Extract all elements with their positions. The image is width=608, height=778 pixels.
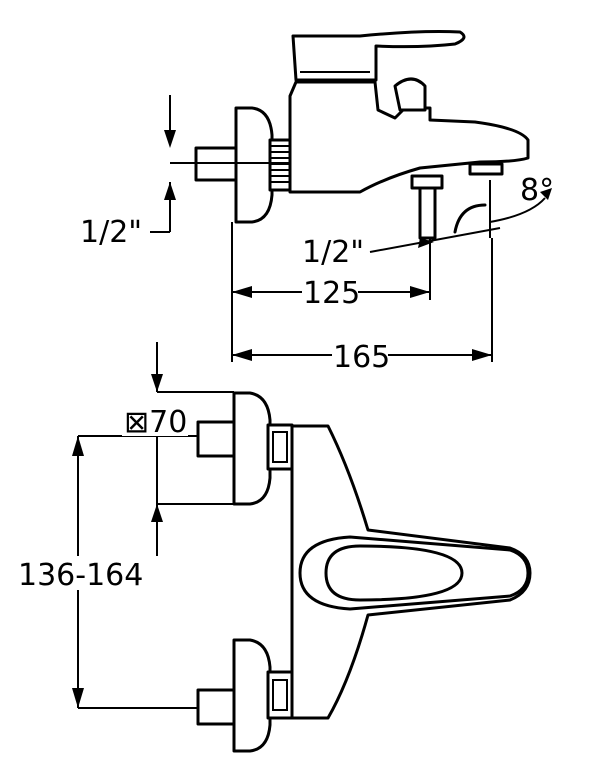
- rosette-size-label: ⊠70: [124, 405, 187, 440]
- side-rosette: [234, 106, 274, 224]
- front-dimension-lines: [72, 342, 234, 709]
- spout-angle-label: 8°: [520, 173, 554, 208]
- center-distance-label: 136-164: [18, 558, 143, 593]
- front-lever-cap: [324, 544, 464, 602]
- side-body-spout: [288, 80, 530, 194]
- side-shower-connector-pipe: [418, 186, 437, 240]
- depth-125-label: 125: [303, 276, 360, 311]
- side-diverter-knob: [393, 77, 427, 112]
- front-bottom-inlet-pipe: [196, 688, 236, 726]
- front-bottom-rosette: [232, 638, 272, 753]
- outlet-thread-label: 1/2": [302, 235, 364, 270]
- front-top-inlet-pipe: [196, 420, 236, 458]
- front-view: [196, 391, 532, 753]
- front-top-rosette: [232, 391, 272, 506]
- front-bottom-nut: [266, 670, 294, 720]
- depth-165-label: 165: [333, 340, 390, 375]
- side-shower-connector: [410, 174, 444, 190]
- side-dimension-lines: [150, 95, 552, 362]
- side-outlet: [468, 162, 504, 176]
- side-lever-handle: [291, 30, 466, 82]
- inlet-thread-label: 1/2": [80, 215, 142, 250]
- side-view: [170, 30, 530, 240]
